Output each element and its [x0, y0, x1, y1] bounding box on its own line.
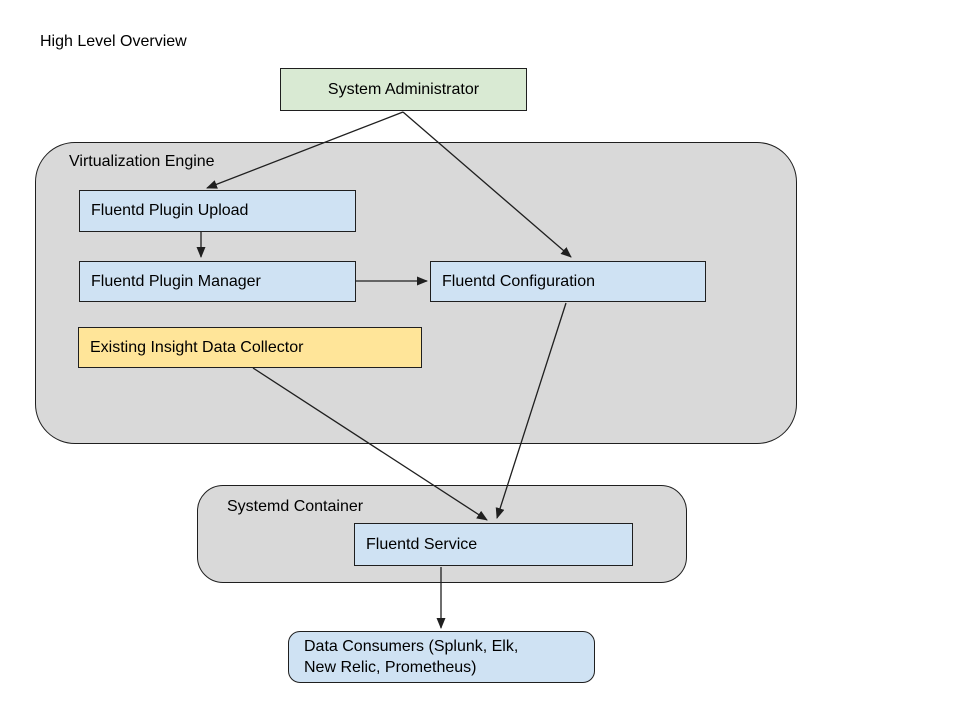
diagram-title: High Level Overview — [40, 33, 187, 50]
node-system-administrator-label: System Administrator — [327, 80, 480, 98]
node-fluentd-service: Fluentd Service — [354, 523, 633, 566]
container-virtualization-engine-label: Virtualization Engine — [69, 153, 215, 170]
container-systemd-container-label: Systemd Container — [227, 498, 364, 515]
node-fluentd-plugin-manager-label: Fluentd Plugin Manager — [91, 272, 261, 290]
node-data-consumers-line-1: Data Consumers (Splunk, Elk, — [304, 638, 519, 655]
node-data-consumers-line-2: New Relic, Prometheus) — [304, 659, 477, 676]
node-fluentd-configuration: Fluentd Configuration — [430, 261, 706, 302]
node-data-consumers: Data Consumers (Splunk, Elk, New Relic, … — [288, 631, 595, 683]
node-data-consumers-label: Data Consumers (Splunk, Elk, New Relic, … — [289, 636, 518, 678]
node-existing-insight-data-collector: Existing Insight Data Collector — [78, 327, 422, 368]
node-fluentd-plugin-upload-label: Fluentd Plugin Upload — [91, 202, 249, 219]
node-fluentd-service-label: Fluentd Service — [366, 535, 478, 553]
node-system-administrator: System Administrator — [280, 68, 527, 111]
node-fluentd-plugin-upload: Fluentd Plugin Upload — [79, 190, 356, 232]
node-existing-insight-data-collector-label: Existing Insight Data Collector — [90, 338, 304, 356]
node-fluentd-plugin-manager: Fluentd Plugin Manager — [79, 261, 356, 302]
node-fluentd-configuration-label: Fluentd Configuration — [442, 272, 595, 290]
